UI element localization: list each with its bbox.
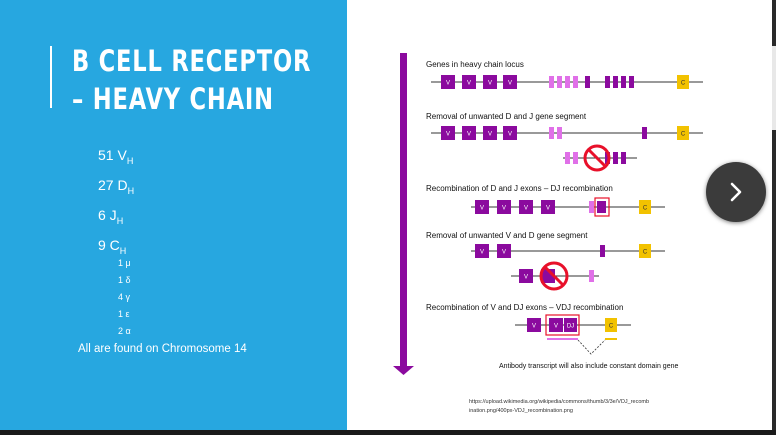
caption-vdj-recombination: Recombination of V and DJ exons – VDJ re… (426, 303, 623, 312)
transcript-note: Antibody transcript will also include co… (499, 363, 678, 370)
progression-arrow (393, 53, 414, 375)
svg-text:V: V (488, 81, 492, 87)
svg-text:V: V (524, 206, 528, 212)
svg-text:C: C (643, 206, 648, 212)
constant-class-alpha: 2 α (118, 326, 131, 336)
caption-removal-d-j: Removal of unwanted D and J gene segment (426, 112, 587, 121)
svg-text:V: V (467, 81, 471, 87)
caption-heavy-chain-locus: Genes in heavy chain locus (426, 60, 524, 69)
svg-text:V: V (502, 250, 506, 256)
vdj-recombination-row: V V DJ C (515, 314, 631, 355)
no-sign-icon (539, 261, 569, 291)
constant-class-gamma: 4 γ (118, 292, 131, 302)
title-line-1: B CELL RECEPTOR (72, 44, 312, 78)
constant-class-delta: 1 δ (118, 275, 131, 285)
chevron-right-icon (730, 182, 742, 202)
svg-text:V: V (508, 132, 512, 138)
svg-text:V: V (508, 81, 512, 87)
dj-recombination-row: V V V V C (471, 197, 665, 217)
svg-text:DJ: DJ (567, 324, 574, 330)
caption-dj-recombination: Recombination of D and J exons – DJ reco… (426, 184, 613, 193)
background-window-edge (772, 0, 776, 435)
title-accent-bar (50, 46, 52, 108)
chromosome-note: All are found on Chromosome 14 (78, 343, 247, 355)
slide-title: B CELL RECEPTOR – HEAVY CHAIN (72, 42, 311, 118)
constant-class-mu: 1 μ (118, 258, 131, 268)
no-sign-icon (583, 144, 611, 172)
svg-text:V: V (524, 275, 528, 281)
svg-text:V: V (480, 206, 484, 212)
title-line-2: – HEAVY CHAIN (72, 82, 274, 116)
background-window-bottom (0, 430, 776, 435)
svg-text:V: V (546, 206, 550, 212)
heavy-chain-locus-row: V V V V C (431, 75, 703, 89)
svg-text:C: C (609, 324, 614, 330)
gene-count-c: 9 CH (98, 237, 127, 256)
svg-text:V: V (446, 81, 450, 87)
next-slide-button[interactable] (706, 162, 766, 222)
svg-text:V: V (446, 132, 450, 138)
gene-count-d: 27 DH (98, 177, 135, 196)
svg-text:V: V (467, 132, 471, 138)
svg-text:V: V (502, 206, 506, 212)
vdj-recombination-diagram: Genes in heavy chain locus V V V V C Rem… (393, 53, 703, 414)
svg-text:V: V (480, 250, 484, 256)
gene-count-j: 6 JH (98, 207, 124, 226)
svg-text:C: C (681, 132, 686, 138)
svg-text:V: V (488, 132, 492, 138)
source-url-line-2: ination.png/400px-VDJ_recombination.png (469, 408, 573, 414)
constant-class-epsilon: 1 ε (118, 309, 130, 319)
slide-left-panel: B CELL RECEPTOR – HEAVY CHAIN 51 VH 27 D… (0, 0, 347, 430)
caption-removal-v-d: Removal of unwanted V and D gene segment (426, 231, 588, 240)
removal-d-j-row: V V V V C (431, 126, 703, 164)
svg-text:V: V (532, 324, 536, 330)
svg-text:C: C (643, 250, 648, 256)
source-url-line-1: https://upload.wikimedia.org/wikipedia/c… (469, 399, 649, 405)
gene-count-v: 51 VH (98, 147, 134, 166)
svg-text:C: C (681, 81, 686, 87)
svg-text:V: V (554, 324, 558, 330)
